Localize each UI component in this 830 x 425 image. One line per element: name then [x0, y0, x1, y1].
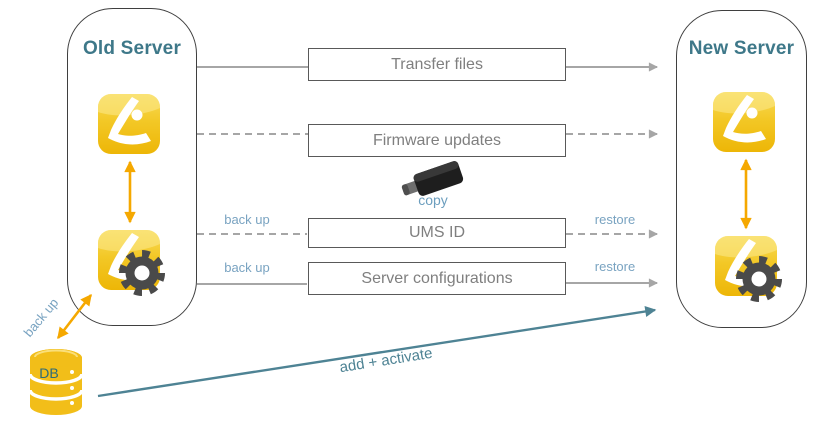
old-server-title: Old Server: [82, 38, 182, 59]
old-server-ums-app-icon: [98, 94, 160, 154]
add-activate-label: add + activate: [338, 344, 434, 377]
usb-stick-icon: [401, 161, 464, 196]
config-backup-label: back up: [224, 260, 270, 275]
server-configurations-box: Server configurations: [308, 262, 566, 295]
server-configurations-label: Server configurations: [361, 269, 513, 287]
ums-id-label: UMS ID: [409, 224, 465, 241]
gear-icon: [119, 250, 165, 296]
gear-icon: [736, 256, 782, 302]
transfer-files-box: Transfer files: [308, 48, 566, 81]
db-backup-label: back up: [20, 295, 62, 340]
db-label: DB: [39, 365, 58, 381]
database-icon: DB: [28, 349, 84, 415]
ums-id-box: UMS ID: [308, 218, 566, 248]
new-server-title: New Server: [688, 38, 795, 59]
ums-restore-label: restore: [594, 212, 636, 227]
firmware-updates-label: Firmware updates: [372, 131, 502, 149]
firmware-updates-box: Firmware updates: [308, 124, 566, 157]
config-restore-label: restore: [594, 259, 636, 274]
old-server-ums-config-icon: [98, 230, 165, 296]
new-server-ums-app-icon: [713, 92, 775, 152]
copy-label: copy: [418, 192, 448, 208]
transfer-files-label: Transfer files: [391, 55, 483, 73]
new-server-ums-config-icon: [715, 236, 782, 302]
ums-backup-label: back up: [224, 212, 270, 227]
